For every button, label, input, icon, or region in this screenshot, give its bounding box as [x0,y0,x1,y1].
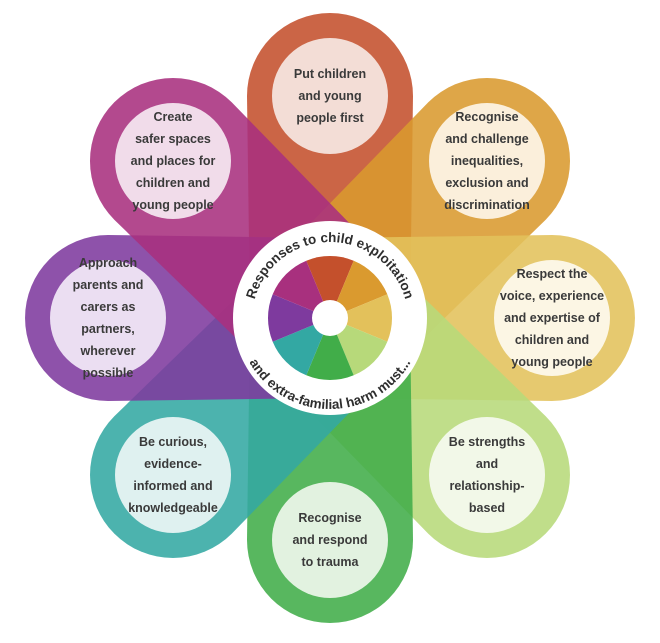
petal-label-line: wherever [80,344,136,358]
petal-label-line: and respond [292,533,367,547]
petal-label-line: people first [296,111,364,125]
petal-label-line: inequalities, [451,154,523,168]
petal-disc-recognise-challenge-inequalities [429,103,545,219]
petal-label-line: Be curious, [139,435,207,449]
petal-label-line: Put children [294,67,366,81]
wheel-segment-create-safer-spaces [272,260,330,318]
petal-label-line: and places for [131,154,216,168]
wheel-segment-strengths-relationship-based [330,318,388,376]
petal-label-line: carers as [81,300,136,314]
petal-label-line: parents and [73,278,144,292]
petal-disc-respect-voice [494,260,610,376]
wheel-segment-recognise-challenge-inequalities [330,260,388,318]
color-wheel [267,255,393,381]
petal-label-line: young people [132,198,213,212]
petal-inner-circles [50,38,610,598]
center-hub: Responses to child exploitation and extr… [233,221,427,415]
petal-label-line: and young [298,89,361,103]
petal-label-line: Create [154,110,193,124]
petal-label-line: Approach [79,256,137,270]
petal-label-line: voice, experience [500,289,604,303]
petal-disc-recognise-respond-trauma [272,482,388,598]
petal-label-line: informed and [133,479,212,493]
petal-disc-be-curious [115,417,231,533]
petal-label-line: Recognise [298,511,361,525]
petal-label-line: children and [515,333,589,347]
petal-label-put-children-first: Put children and young people first [294,67,366,125]
petal-label-line: partners, [81,322,135,336]
petal-label-line: possible [83,366,134,380]
wheel-segment-recognise-respond-trauma [306,318,354,381]
petal-label-line: exclusion and [445,176,528,190]
center-hole [312,300,348,336]
wheel-segment-be-curious [272,318,330,376]
petal-label-line: evidence- [144,457,202,471]
petal-label-recognise-respond-trauma: Recognise and respond to trauma [292,511,367,569]
petal-disc-strengths-relationship-based [429,417,545,533]
petal-label-be-curious: Be curious, evidence-informed and knowledg… [128,435,218,515]
petal-label-line: relationship- [449,479,524,493]
petal-label-line: and challenge [445,132,528,146]
petal-disc-approach-parents [50,260,166,376]
petal-label-line: Recognise [455,110,518,124]
petal-label-respect-voice: Respect the voice, experience and expertis… [500,267,604,369]
petal-label-line: knowledgeable [128,501,218,515]
petal-label-line: Respect the [517,267,588,281]
petal-label-line: Be strengths [449,435,525,449]
petal-disc-create-safer-spaces [115,103,231,219]
petal-label-line: young people [511,355,592,369]
petal-label-line: discrimination [444,198,529,212]
petal-label-recognise-challenge-inequalities: Recognise and challenge inequalities, exclu… [444,110,529,212]
petal-label-line: children and [136,176,210,190]
petal-label-line: safer spaces [135,132,211,146]
wheel-segment-approach-parents [267,294,330,342]
petal-label-line: based [469,501,505,515]
petal-disc-put-children-first [272,38,388,154]
petal-label-approach-parents: Approach parents and carers as partners, whe… [73,256,144,380]
petal-label-strengths-relationship-based: Be strengths and relationship-based [449,435,525,515]
petal-label-create-safer-spaces: Create safer spaces and places for children… [131,110,216,212]
wheel-segment-respect-voice [330,294,393,342]
petal-label-line: and [476,457,498,471]
wheel-segment-put-children-first [306,255,354,318]
petal-label-line: to trauma [302,555,360,569]
petal-label-line: and expertise of [504,311,601,325]
